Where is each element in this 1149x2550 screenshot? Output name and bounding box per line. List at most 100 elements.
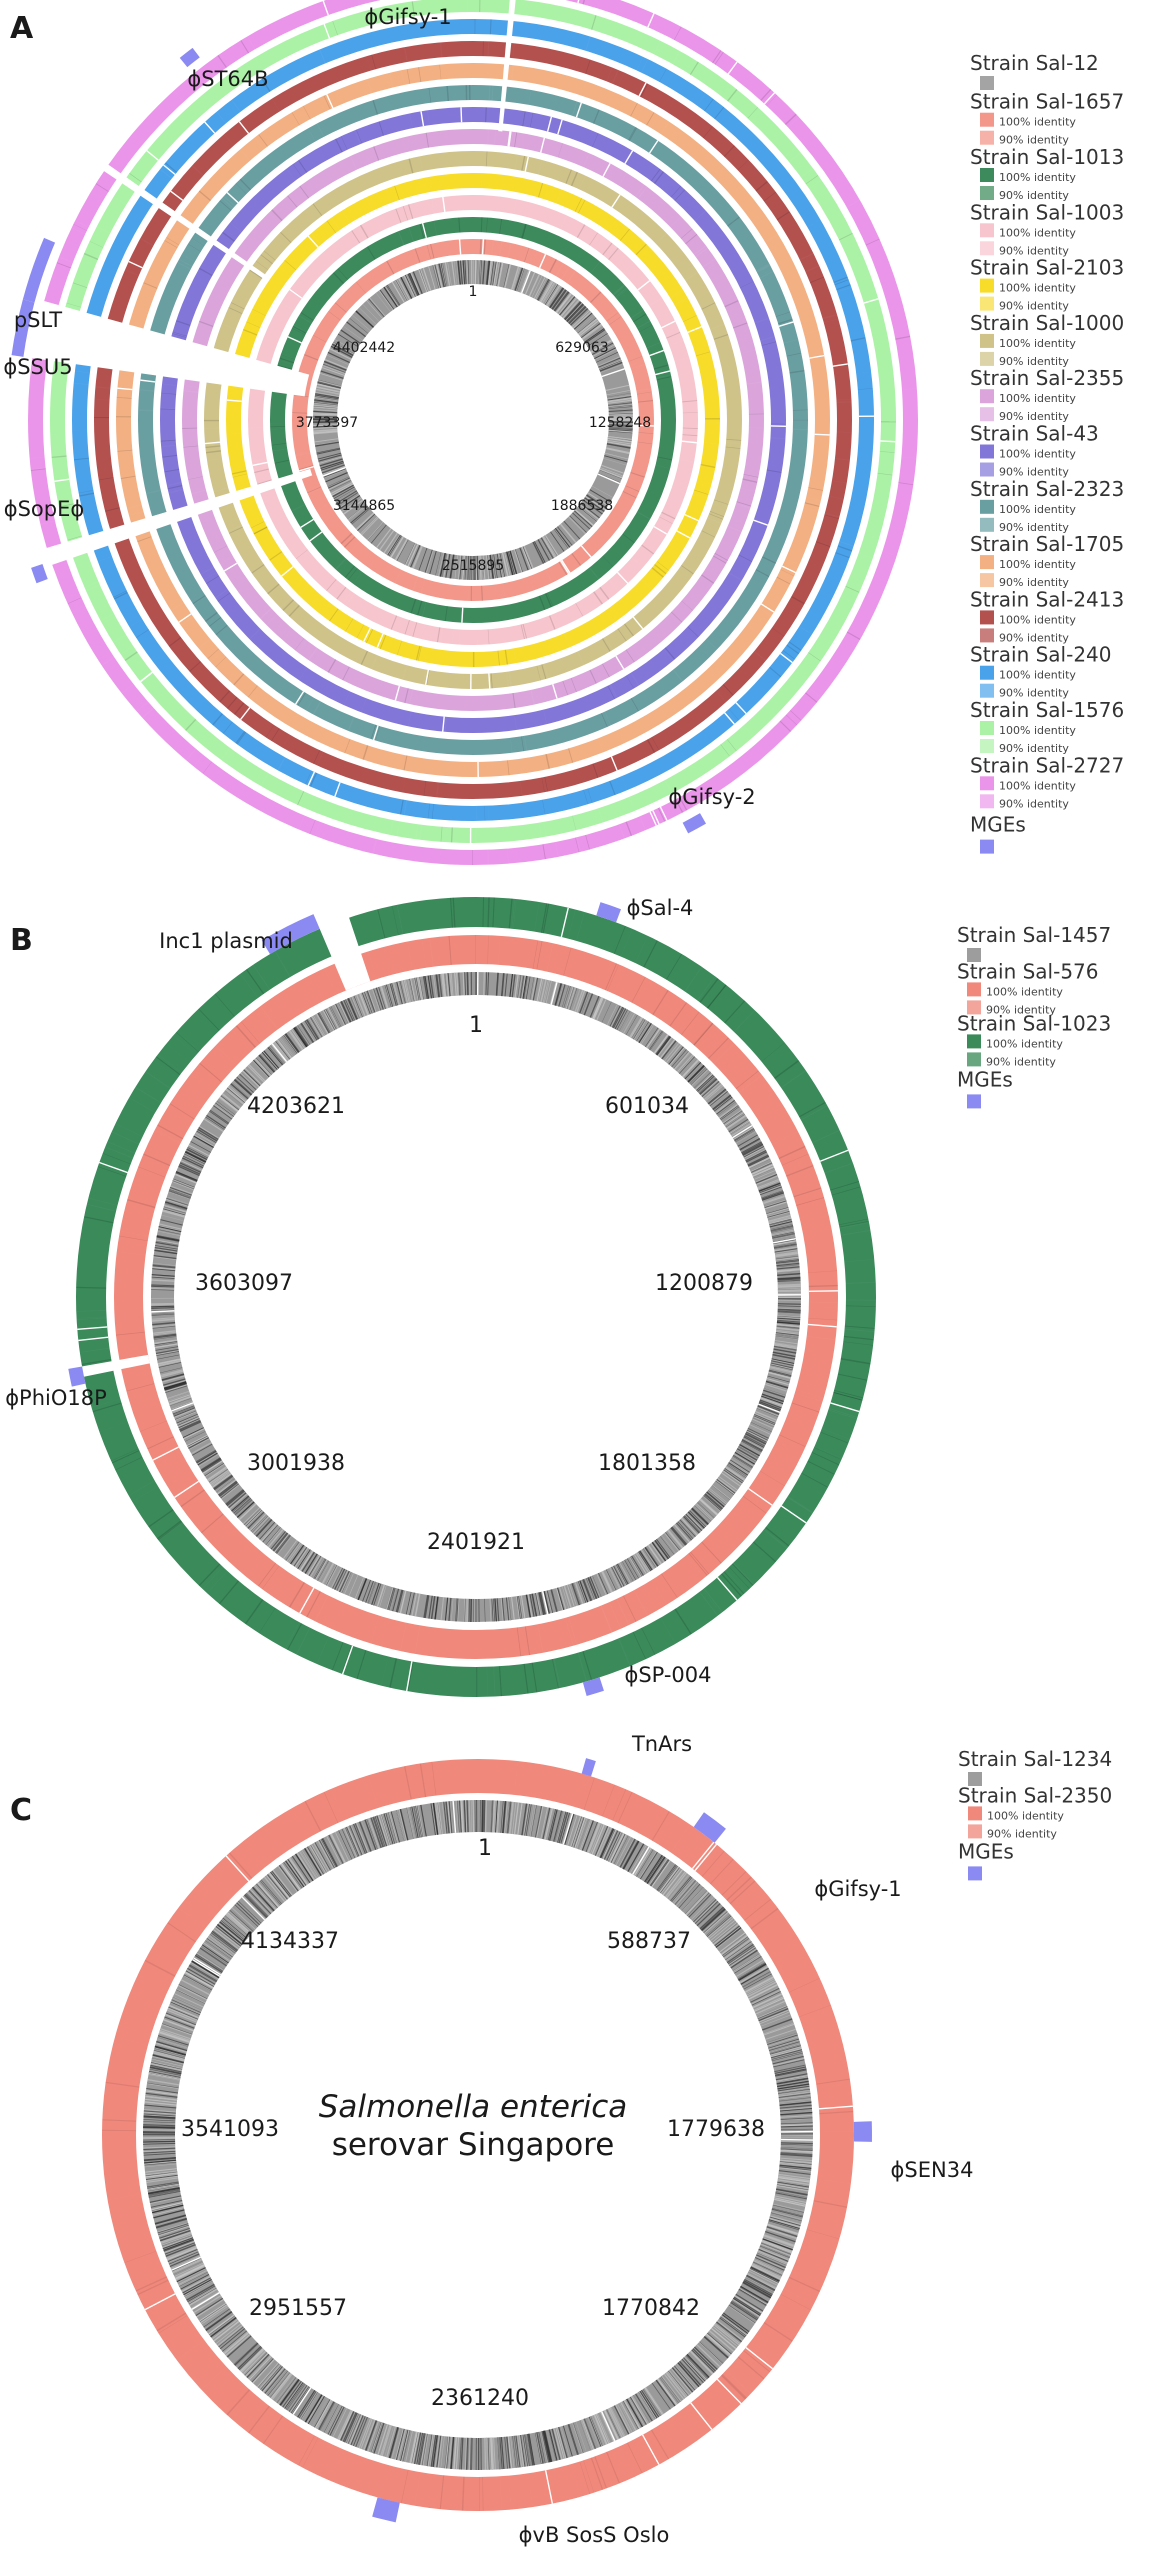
ring-11-tick xyxy=(788,641,802,651)
coord-label-b-2: 1200879 xyxy=(655,1271,753,1296)
ring-reference-c-tick xyxy=(556,1811,566,1843)
ring-reference-c-tick xyxy=(686,2354,709,2379)
ring-reference-c-tick xyxy=(150,2063,183,2072)
ring-reference-c-tick xyxy=(151,2201,183,2211)
ring-8-tick xyxy=(510,737,513,753)
ring-reference-c-tick xyxy=(696,1903,721,1927)
ring-b-2-tick xyxy=(104,1146,134,1159)
ring-5-tick xyxy=(230,302,245,310)
ring-reference-c-tick xyxy=(164,2242,195,2255)
ring-reference-c-tick xyxy=(148,2072,181,2080)
ring-reference-b-tick xyxy=(209,1110,229,1124)
ring-reference-tick xyxy=(320,460,344,469)
ring-10-tick xyxy=(124,269,139,277)
ring-reference-b-break xyxy=(151,1310,175,1313)
ring-reference-c-tick xyxy=(189,1964,218,1982)
ring-8-tick xyxy=(775,311,791,317)
ring-reference-b-tick xyxy=(726,1466,746,1480)
ring-reference-c-tick xyxy=(744,2278,773,2296)
ring-b-2-tick xyxy=(380,1656,389,1686)
ring-reference-tick xyxy=(328,478,351,490)
ring-reference-b-tick xyxy=(277,1536,292,1555)
ring-reference-c-tick xyxy=(145,2090,178,2096)
mge-marker-phio18p xyxy=(68,1366,86,1387)
ring-reference-c-tick xyxy=(166,2245,197,2259)
ring-7-tick xyxy=(514,715,517,731)
ring-reference-b-tick xyxy=(357,1578,368,1601)
ring-reference-b-tick xyxy=(756,1407,779,1417)
ring-reference-tick xyxy=(327,351,350,364)
ring-b-1-tick xyxy=(651,1579,668,1605)
ring-5-tick xyxy=(505,671,510,687)
ring-reference-tick xyxy=(477,555,480,580)
ring-b-2-tick xyxy=(198,1563,221,1587)
ring-reference-tick xyxy=(601,464,625,474)
ring-reference-c-tick xyxy=(501,2437,505,2469)
ring-b-2-tick xyxy=(206,1570,228,1594)
ring-reference-c-tick xyxy=(206,1938,233,1958)
ring-reference-b-tick xyxy=(157,1230,181,1236)
ring-reference-b-tick xyxy=(169,1189,191,1198)
ring-reference-b-tick xyxy=(557,1587,564,1611)
ring-3-tick xyxy=(487,629,490,645)
ring-b-1-tick xyxy=(448,935,452,965)
ring-reference-b-tick xyxy=(198,1127,219,1141)
ring-10-tick xyxy=(755,180,768,192)
ring-9-break xyxy=(117,387,133,391)
ring-reference-c-tick xyxy=(615,1836,632,1866)
ring-reference-c-tick xyxy=(742,2281,771,2299)
ring-reference-b-tick xyxy=(511,974,516,998)
ring-10-tick xyxy=(822,313,838,320)
ring-reference-c-tick xyxy=(738,2288,767,2306)
ring-reference-c-tick xyxy=(670,1876,692,1902)
ring-7-tick xyxy=(672,187,684,200)
ring-reference-c-tick xyxy=(506,1801,512,1834)
ring-reference-tick xyxy=(320,370,344,380)
ring-reference-c-tick xyxy=(641,2390,659,2418)
ring-b-2-tick xyxy=(88,1197,118,1206)
ring-reference-b-tick xyxy=(571,1583,581,1606)
ring-reference-c-tick xyxy=(314,2399,332,2429)
ring-reference-c-tick xyxy=(143,2146,176,2149)
ring-12-tick xyxy=(877,472,893,476)
ring-5-tick xyxy=(228,307,243,315)
ring-reference-tick xyxy=(490,554,496,579)
ring-reference-b-tick xyxy=(153,1254,177,1260)
ring-5-tick xyxy=(725,441,741,445)
ring-reference-b-tick xyxy=(259,1521,276,1540)
ring-reference-b-tick xyxy=(667,1530,683,1549)
ring-2-tick xyxy=(613,285,626,296)
ring-reference-c-tick xyxy=(637,2392,655,2421)
ring-reference-tick xyxy=(439,552,446,577)
ring-6-break xyxy=(540,137,546,153)
ring-6-tick xyxy=(514,132,518,148)
gap-phio18p xyxy=(80,1354,150,1378)
ring-reference-b-tick xyxy=(274,1534,290,1553)
ring-6-tick xyxy=(634,184,645,198)
ring-reference-b-tick xyxy=(415,977,421,1001)
ring-8-tick xyxy=(191,237,205,247)
ring-reference-tick xyxy=(521,546,532,570)
ring-reference-c-tick xyxy=(212,1929,240,1950)
ring-reference-c-tick xyxy=(750,2266,780,2282)
ring-reference-c-tick xyxy=(683,2357,706,2381)
ring-reference-c-tick xyxy=(161,2235,193,2247)
ring-reference-b-tick xyxy=(226,1087,246,1104)
ring-11-tick xyxy=(489,19,492,35)
ring-8-tick xyxy=(604,711,612,726)
ring-13-tick xyxy=(766,94,778,107)
ring-reference-c-tick xyxy=(259,2364,281,2390)
ring-11-tick xyxy=(73,382,89,385)
ring-reference-c-tick xyxy=(536,1806,544,1838)
ring-reference-tick xyxy=(384,286,398,307)
ring-13-tick xyxy=(555,841,559,857)
ring-reference-c-tick xyxy=(560,2426,570,2458)
ring-reference-b-tick xyxy=(709,1488,728,1504)
ring-reference-b-tick xyxy=(739,1443,761,1457)
ring-reference-c-tick xyxy=(430,2434,437,2467)
ring-reference-b-break xyxy=(171,1402,194,1412)
ring-reference-b-tick xyxy=(500,1597,504,1621)
ring-reference-c-tick xyxy=(149,2066,182,2074)
ring-13-break xyxy=(577,0,580,4)
ring-reference-b-tick xyxy=(175,1411,197,1421)
